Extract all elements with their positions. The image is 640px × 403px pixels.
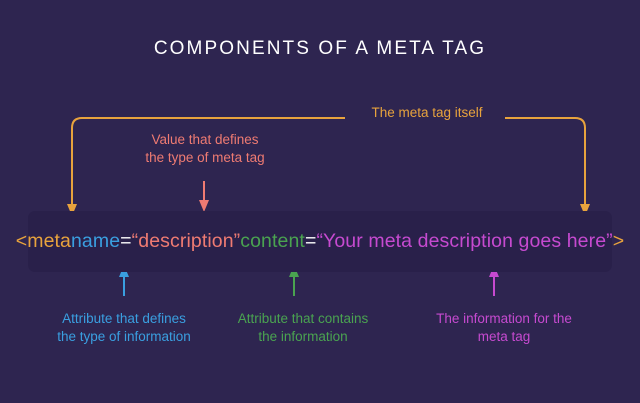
- meta-tag-code-line: <meta name = “description” content = “Yo…: [16, 211, 624, 272]
- code-token-name-value: “description”: [131, 230, 241, 252]
- code-token-tag-close: >: [612, 230, 625, 252]
- annotation-meta-tag-itself: The meta tag itself: [371, 105, 483, 120]
- annotation-attribute-defines: Attribute that defines the type of infor…: [57, 311, 191, 344]
- code-token-tag-open: <meta: [15, 230, 71, 252]
- bracket-right-path: [505, 117, 586, 206]
- annotation-information-for-meta-tag: The information for the meta tag: [436, 311, 572, 344]
- code-token-attribute-content: content: [240, 230, 305, 252]
- code-token-equals-1: =: [120, 230, 132, 252]
- code-token-equals-2: =: [304, 230, 317, 252]
- page-title: COMPONENTS OF A META TAG: [153, 38, 487, 59]
- annotation-value-defines: Value that defines the type of meta tag: [145, 132, 265, 165]
- code-token-attribute-name: name: [70, 230, 121, 252]
- code-snippet-bar: <meta name = “description” content = “Yo…: [16, 211, 624, 272]
- code-token-content-value: “Your meta description goes here”: [316, 230, 613, 252]
- annotation-attribute-contains: Attribute that contains the information: [237, 311, 369, 344]
